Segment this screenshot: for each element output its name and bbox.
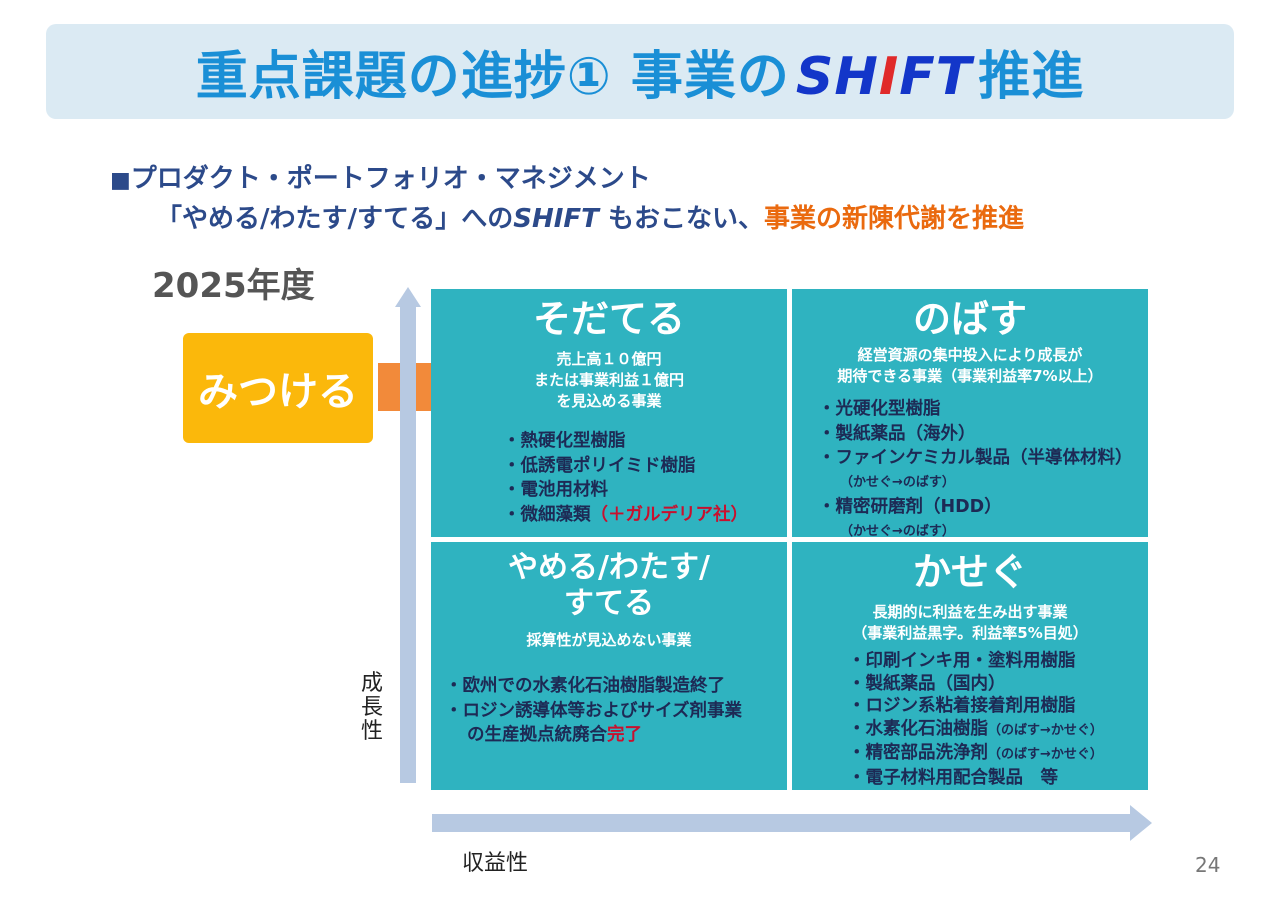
- list-item: ・ファインケミカル製品（半導体材料）: [818, 448, 1133, 468]
- mitsukeru-box: みつける: [183, 333, 373, 443]
- subtitle-shift: SHIFT: [513, 204, 599, 234]
- quadrant-list: ・熱硬化型樹脂 ・低誘電ポリイミド樹脂 ・電池用材料 ・微細藻類（＋ガルデリア社…: [503, 429, 748, 527]
- quadrant-title: かせぐ: [912, 550, 1027, 594]
- desc-line: または事業利益１億円: [533, 371, 684, 389]
- list-item-note: （のばす→かせぐ）: [988, 722, 1103, 738]
- quadrant-title: のばす: [912, 297, 1027, 341]
- x-axis-label: 収益性: [462, 851, 529, 876]
- shift-logo: SHIFT: [796, 47, 972, 107]
- list-item-note: （＋ガルデリア社）: [590, 504, 749, 525]
- list-item-note: （かせぐ→のばす）: [840, 474, 955, 490]
- desc-line: 長期的に利益を生み出す事業: [872, 603, 1068, 621]
- title-prefix: 重点課題の進捗① 事業の: [195, 47, 790, 107]
- subtitle: ■プロダクト・ポートフォリオ・マネジメント 「やめる/わたす/すてる」へのSHI…: [110, 160, 1024, 238]
- list-item: ・製紙薬品（国内）: [848, 673, 1006, 694]
- list-item-note: （かせぐ→のばす）: [840, 523, 955, 539]
- shift-logo-a: SH: [795, 47, 879, 107]
- list-item: ・微細藻類（＋ガルデリア社）: [503, 503, 748, 528]
- quadrant-desc: 経営資源の集中投入により成長が 期待できる事業（事業利益率7%以上）: [792, 345, 1148, 387]
- list-item: ・ロジン誘導体等およびサイズ剤事業: [445, 700, 742, 721]
- list-item: ・精密部品洗浄剤（のばす→かせぐ）: [848, 742, 1103, 767]
- shift-logo-b: FT: [899, 47, 973, 107]
- growth-axis-arrow: [395, 287, 421, 783]
- quadrant-nobasu: のばす 経営資源の集中投入により成長が 期待できる事業（事業利益率7%以上） ・…: [792, 289, 1148, 539]
- fiscal-year: 2025年度: [152, 266, 315, 306]
- desc-line: 経営資源の集中投入により成長が: [857, 346, 1083, 364]
- quadrant-list: ・光硬化型樹脂 ・製紙薬品（海外） ・ファインケミカル製品（半導体材料） （かせ…: [818, 397, 1132, 544]
- quadrant-title: やめる/わたす/ すてる: [431, 550, 787, 622]
- list-item-text: ・水素化石油樹脂: [848, 718, 988, 739]
- quadrant-title-line: すてる: [563, 586, 655, 621]
- desc-line: （事業利益黒字。利益率5%目処）: [852, 624, 1088, 642]
- shift-logo-i: I: [878, 47, 900, 107]
- list-item-text: ・精密部品洗浄剤: [848, 743, 988, 763]
- quadrant-sodateru: そだてる 売上高１０億円 または事業利益１億円 を見込める事業 ・熱硬化型樹脂 …: [431, 289, 787, 537]
- quadrant-kasegu: かせぐ 長期的に利益を生み出す事業 （事業利益黒字。利益率5%目処） ・印刷イン…: [792, 542, 1148, 790]
- quadrant-list: ・欧州での水素化石油樹脂製造終了 ・ロジン誘導体等およびサイズ剤事業 の生産拠点…: [445, 674, 742, 748]
- subtitle-highlight: 事業の新陳代謝を推進: [764, 204, 1025, 234]
- list-item: ・低誘電ポリイミド樹脂: [503, 455, 696, 476]
- title-suffix: 推進: [978, 47, 1085, 107]
- desc-line: を見込める事業: [556, 392, 662, 410]
- list-item: ・精密研磨剤（HDD）: [818, 497, 1002, 517]
- list-item-note: （のばす→かせぐ）: [988, 747, 1103, 762]
- subtitle-line2-b: もおこない、: [607, 204, 764, 234]
- list-item: の生産拠点統廃合完了: [445, 723, 742, 748]
- list-item: ・印刷インキ用・塗料用樹脂: [848, 651, 1076, 671]
- desc-line: 売上高１０億円: [556, 350, 662, 368]
- page-number: 24: [1195, 853, 1221, 877]
- y-axis-label: 成長性: [360, 671, 383, 744]
- list-item-text: の生産拠点統廃合: [467, 725, 607, 745]
- subtitle-line2-a: 「やめる/わたす/すてる」への: [156, 204, 514, 234]
- quadrant-desc: 長期的に利益を生み出す事業 （事業利益黒字。利益率5%目処）: [792, 602, 1148, 644]
- quadrant-list: ・印刷インキ用・塗料用樹脂 ・製紙薬品（国内） ・ロジン系粘着接着剤用樹脂 ・水…: [848, 650, 1103, 789]
- quadrant-title: そだてる: [532, 297, 685, 341]
- list-item: ・電池用材料: [503, 480, 608, 500]
- list-item: ・熱硬化型樹脂: [503, 431, 626, 451]
- quadrant-yameru: やめる/わたす/ すてる 採算性が見込めない事業 ・欧州での水素化石油樹脂製造終…: [431, 542, 787, 790]
- list-item: ・欧州での水素化石油樹脂製造終了: [445, 676, 725, 696]
- quadrant-desc: 採算性が見込めない事業: [526, 631, 692, 649]
- list-item: ・光硬化型樹脂: [818, 399, 941, 419]
- list-item: ・電子材料用配合製品 等: [848, 767, 1058, 788]
- quadrant-title-line: やめる/わたす/: [508, 550, 710, 585]
- profitability-axis-arrow: [432, 805, 1152, 841]
- list-item: ・ロジン系粘着接着剤用樹脂: [848, 696, 1076, 716]
- quadrant-desc: 売上高１０億円 または事業利益１億円 を見込める事業: [431, 349, 787, 412]
- list-item: ・水素化石油樹脂（のばす→かせぐ）: [848, 718, 1103, 743]
- completed-label: 完了: [607, 725, 642, 745]
- bullet-square: ■: [110, 168, 131, 193]
- desc-line: 期待できる事業（事業利益率7%以上）: [837, 367, 1103, 385]
- list-item: ・製紙薬品（海外）: [818, 423, 976, 444]
- list-item-text: ・微細藻類: [503, 504, 591, 525]
- subtitle-line1: プロダクト・ポートフォリオ・マネジメント: [130, 164, 651, 194]
